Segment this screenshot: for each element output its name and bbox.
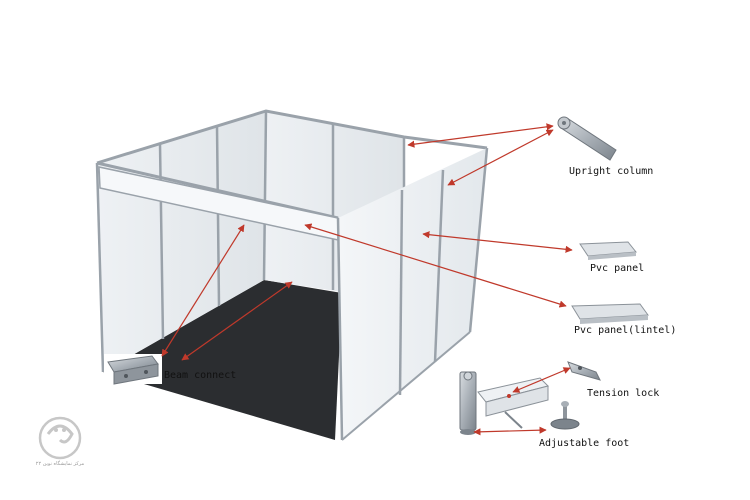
- arrow-upright-column-top: [407, 123, 554, 148]
- arrow-tension-lock: [512, 367, 571, 393]
- watermark-logo: [38, 416, 82, 460]
- label-upright-column: Upright column: [569, 166, 654, 177]
- label-pvc-panel: Pvc panel: [590, 263, 645, 274]
- right-wall-bottom-edge: [341, 331, 471, 441]
- arrow-upright-column-side: [447, 129, 554, 186]
- pvc-panel-part: [579, 241, 637, 260]
- label-adjustable-foot: Adjustable foot: [539, 438, 630, 449]
- arrow-beam-connect-2: [181, 281, 293, 361]
- upright-column-part: [557, 116, 617, 161]
- arrow-adjustable-foot: [473, 426, 547, 436]
- watermark-logo-text: مرکز نمایشگاه نوین ۲۲: [35, 461, 85, 467]
- assembly-detail: [459, 371, 549, 435]
- pvc-lintel-part: [571, 303, 649, 324]
- adjustable-foot-part: [550, 401, 580, 430]
- arrow-pvc-lintel: [304, 223, 567, 308]
- label-beam-connect: Beam connect: [164, 370, 237, 381]
- beam-connect-part: [104, 354, 162, 385]
- annotation-arrows: [161, 123, 573, 436]
- label-tension-lock: Tension lock: [587, 388, 660, 399]
- tension-lock-part: [567, 361, 601, 381]
- label-pvc-panel-lintel: Pvc panel(lintel): [574, 325, 677, 336]
